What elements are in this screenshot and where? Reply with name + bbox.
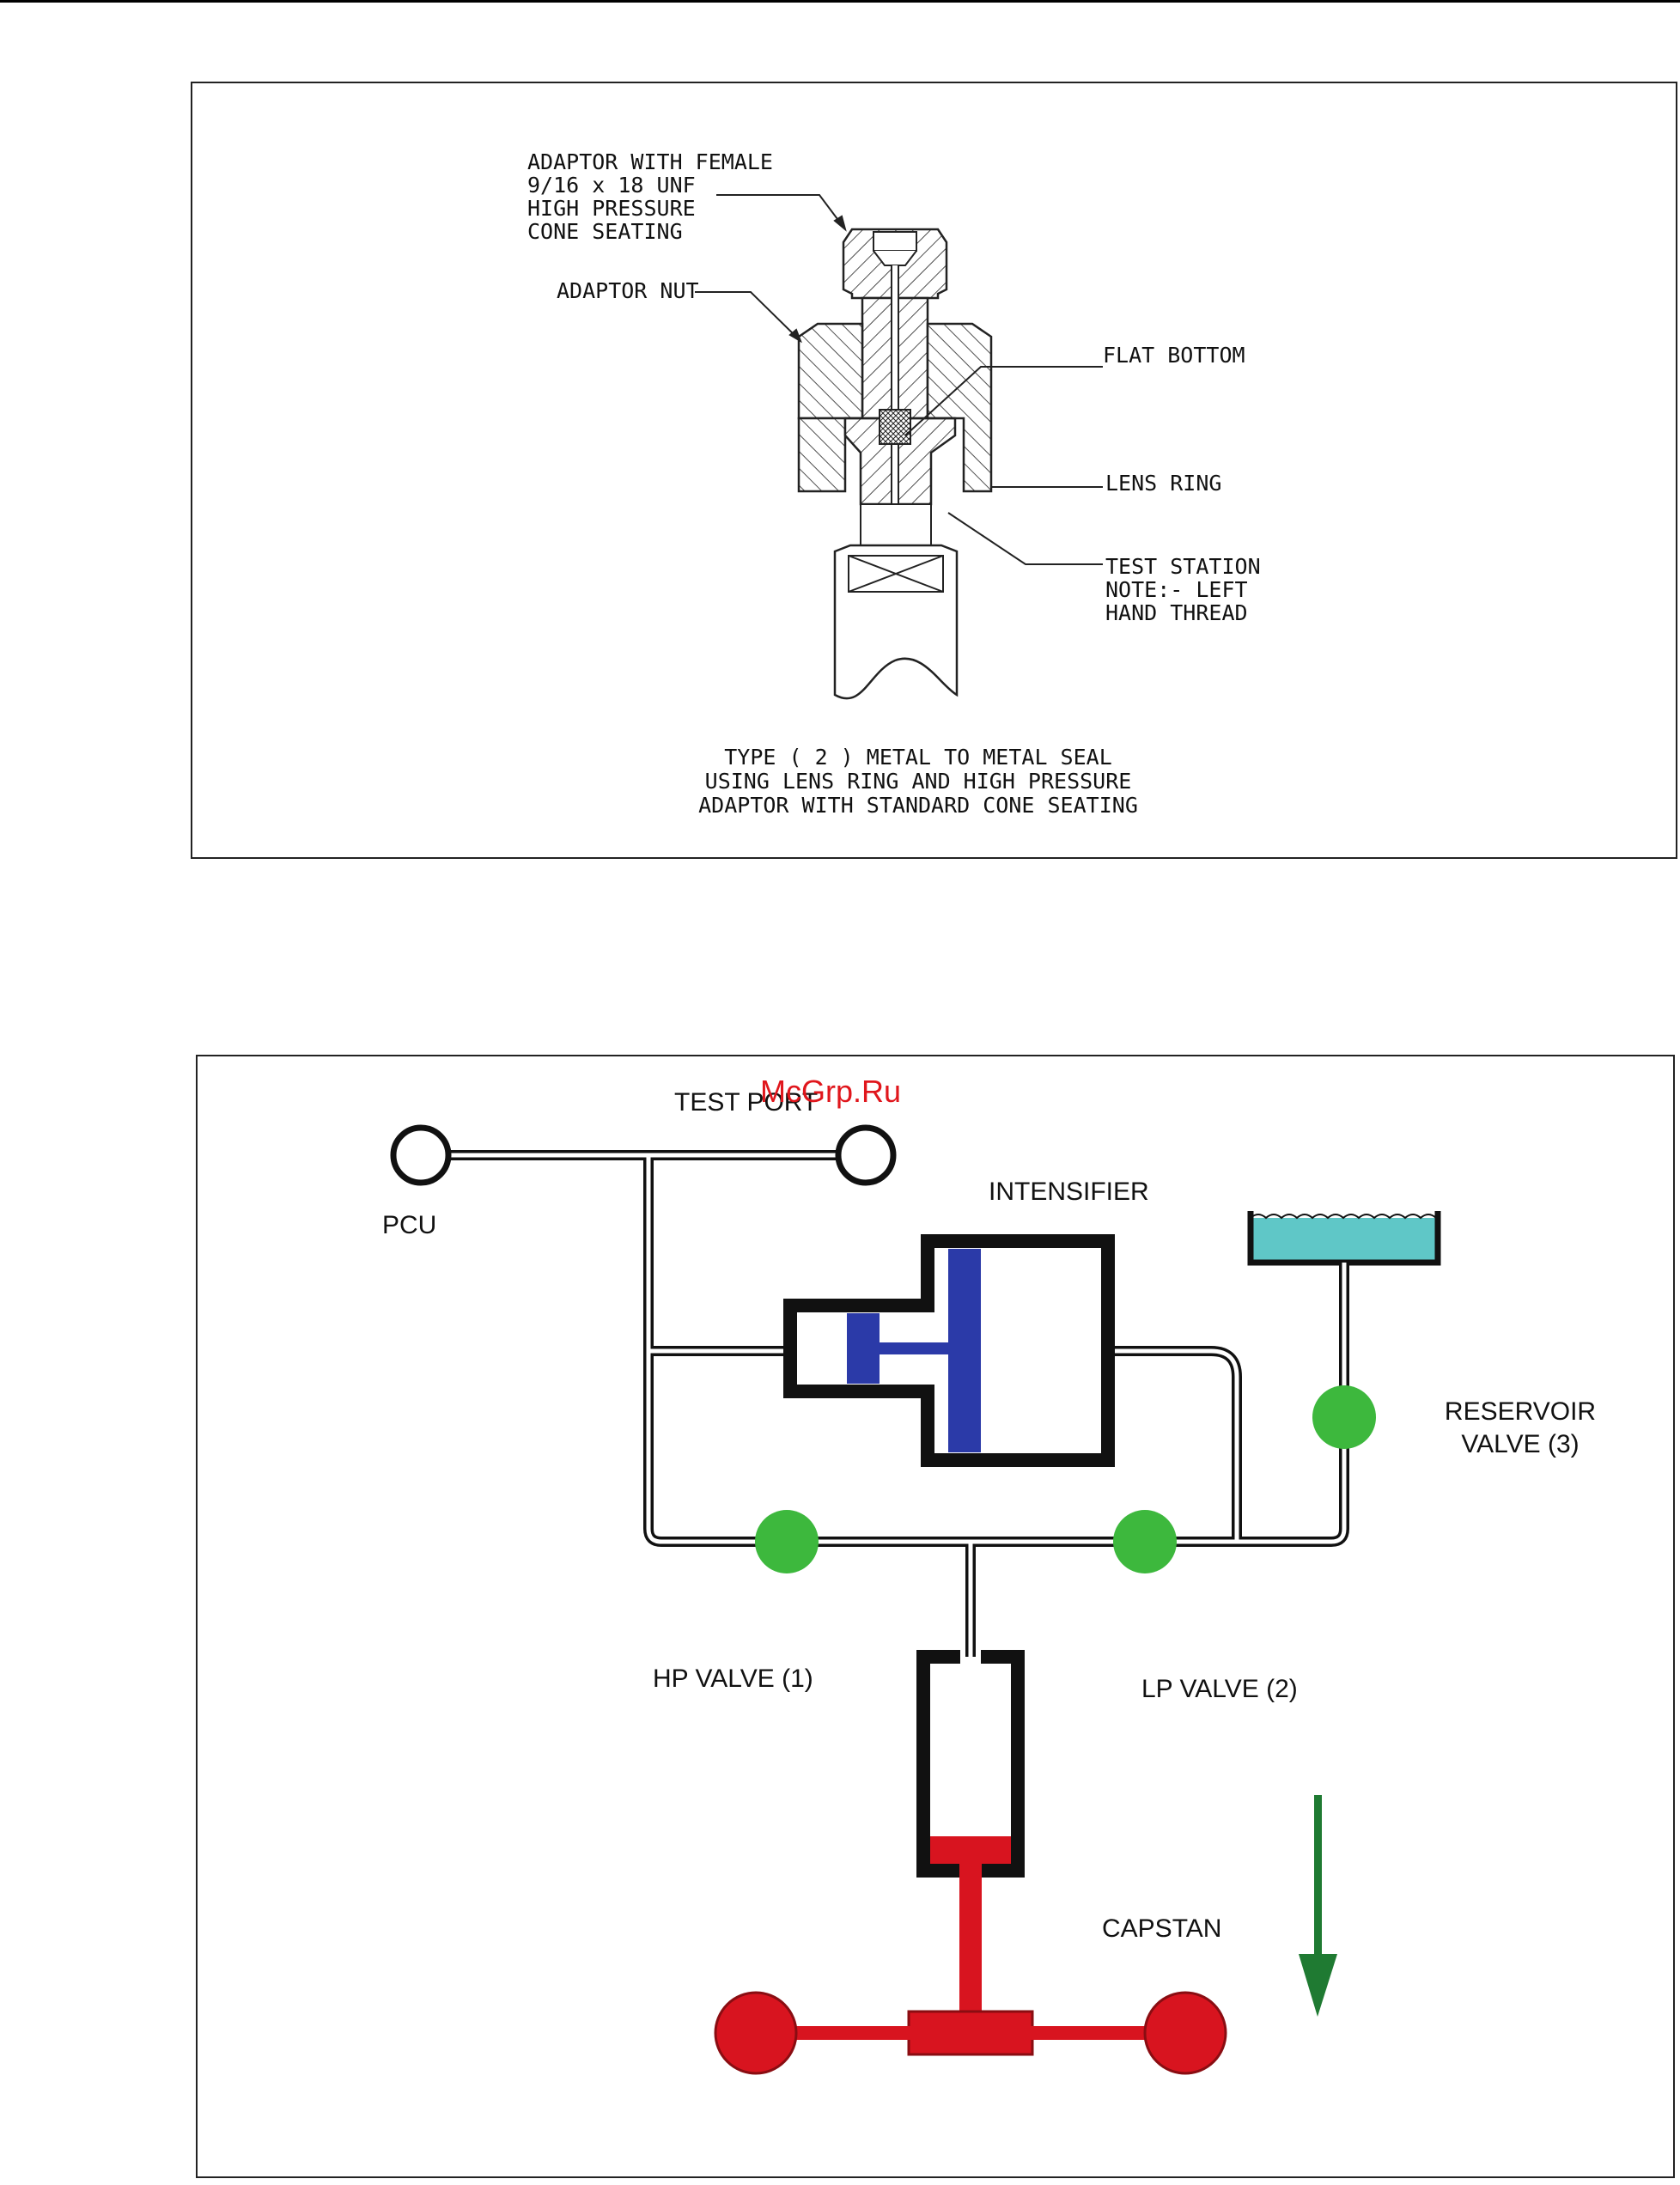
label-reservoir-valve-line-1: RESERVOIR: [1445, 1397, 1596, 1426]
callout-test-station-line-2: NOTE:- LEFT: [1105, 577, 1248, 602]
callout-adaptor-nut: ADAPTOR NUT: [557, 278, 699, 303]
watermark: McGrp.Ru: [760, 1074, 902, 1109]
test-station-body: [833, 265, 959, 700]
adaptor-callout: ADAPTOR WITH FEMALE 9/16 x 18 UNF HIGH P…: [527, 149, 773, 244]
label-pcu: PCU: [382, 1211, 436, 1239]
intensifier-small-piston: [847, 1313, 880, 1384]
lens-ring: [879, 409, 911, 445]
callout-adaptor-line-2: 9/16 x 18 UNF: [527, 173, 696, 198]
label-hp-valve: HP VALVE (1): [653, 1665, 813, 1693]
hydraulic-circuit: TEST PORT PCU INTENSIFIER RESERVOIR VALV…: [382, 1088, 1596, 2075]
callout-adaptor-line-4: CONE SEATING: [527, 219, 683, 244]
capstan-cylinder: [916, 1650, 1025, 1878]
label-lp-valve: LP VALVE (2): [1141, 1675, 1298, 1703]
callout-flat-bottom: FLAT BOTTOM: [1103, 343, 1245, 368]
intensifier: [783, 1234, 1115, 1467]
label-capstan: CAPSTAN: [1102, 1914, 1221, 1943]
caption-line-3: ADAPTOR WITH STANDARD CONE SEATING: [698, 793, 1138, 818]
intensifier-large-piston: [948, 1249, 981, 1452]
callout-adaptor-line-3: HIGH PRESSURE: [527, 196, 696, 221]
label-reservoir-valve-line-2: VALVE (3): [1461, 1430, 1579, 1458]
seal-diagram-panel: ADAPTOR WITH FEMALE 9/16 x 18 UNF HIGH P…: [191, 82, 1677, 859]
caption-line-2: USING LENS RING AND HIGH PRESSURE: [705, 769, 1132, 794]
test-port-icon: [835, 1124, 897, 1186]
lp-valve-icon: [1113, 1510, 1177, 1573]
callout-test-station-line-1: TEST STATION: [1105, 554, 1261, 579]
reservoir: [1247, 1211, 1441, 1293]
callout-lens-ring: LENS RING: [1105, 471, 1221, 496]
rotation-direction-arrow-icon: [1299, 1795, 1337, 2017]
capstan-handle: [714, 1864, 1227, 2075]
circuit-lines-outer: [421, 1150, 1349, 1658]
caption-line-1: TYPE ( 2 ) METAL TO METAL SEAL: [724, 745, 1112, 770]
label-test-port: TEST PORT: [674, 1088, 818, 1117]
seal-diagram: ADAPTOR WITH FEMALE 9/16 x 18 UNF HIGH P…: [527, 149, 1261, 818]
leader-lines: [695, 194, 1103, 565]
reservoir-valve-icon: [1312, 1385, 1376, 1449]
pcu-port-icon: [390, 1124, 452, 1186]
circuit-lines-inner: [421, 1153, 1347, 1658]
hydraulic-circuit-panel: TEST PORT PCU INTENSIFIER RESERVOIR VALV…: [196, 1055, 1675, 2178]
seal-caption: TYPE ( 2 ) METAL TO METAL SEAL USING LEN…: [698, 745, 1138, 818]
callout-adaptor-line-1: ADAPTOR WITH FEMALE: [527, 149, 773, 174]
test-station-callout: TEST STATION NOTE:- LEFT HAND THREAD: [1105, 554, 1261, 625]
callout-test-station-line-3: HAND THREAD: [1105, 600, 1248, 625]
intensifier-piston-rod: [880, 1342, 948, 1354]
hp-valve-icon: [755, 1510, 819, 1573]
page-top-rule: [0, 0, 1680, 3]
label-reservoir-valve: RESERVOIR VALVE (3): [1445, 1397, 1596, 1458]
label-intensifier: INTENSIFIER: [989, 1178, 1149, 1206]
